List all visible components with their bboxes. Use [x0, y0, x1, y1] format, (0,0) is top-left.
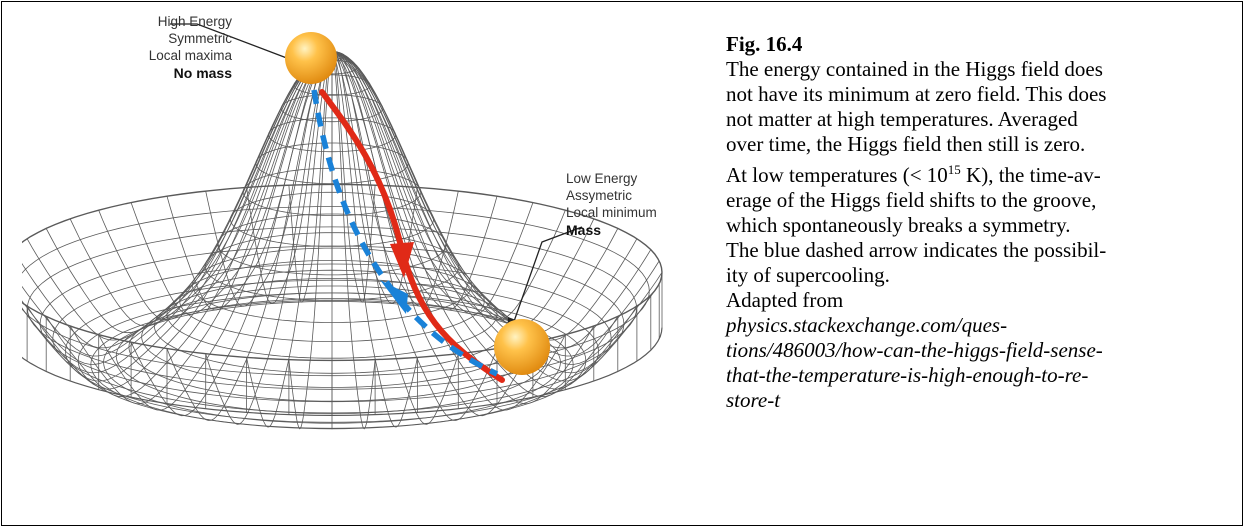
mesh-line: [22, 51, 333, 382]
mesh-line: [205, 51, 333, 425]
high-label-bold: No mass: [174, 65, 233, 81]
potential-surface-mesh: [22, 50, 663, 430]
mesh-line: [331, 51, 660, 357]
mesh-line: [22, 51, 333, 357]
caption-source: store-t: [726, 388, 781, 412]
mesh-line: [331, 50, 459, 307]
caption-title: Fig. 16.4: [726, 32, 803, 56]
red-arrow-path: [319, 89, 505, 383]
mesh-line: [26, 51, 333, 341]
caption-source: that-the-temperature-is-high-enough-to-r…: [726, 363, 1089, 387]
mesh-line: [69, 51, 333, 405]
mesh-line: [331, 51, 498, 421]
mesh-line: [130, 51, 333, 315]
caption-line: erage of the Higgs field shifts to the g…: [726, 188, 1097, 212]
low-label-line-1: Low Energy: [566, 171, 638, 186]
mesh-line: [331, 51, 619, 398]
caption-line-5a: At low temperatures (< 10: [726, 163, 948, 187]
caption-line: The energy contained in the Higgs field …: [726, 57, 1103, 81]
mesh-line: [331, 51, 652, 349]
red-arrowhead: [390, 242, 414, 278]
mesh-line: [166, 51, 333, 421]
low-label-bold: Mass: [566, 222, 601, 238]
mesh-line: [331, 51, 566, 321]
caption-line: The blue dashed arrow indicates the poss…: [726, 238, 1107, 262]
mesh-line: [331, 51, 376, 430]
low-label-line-3: Local minimum: [566, 205, 657, 220]
mesh-line: [69, 51, 333, 327]
mesh-line: [288, 51, 333, 430]
mesh-line: [205, 50, 333, 307]
mesh-line: [98, 51, 333, 321]
caption-line-5b: K), the time-av-: [960, 163, 1101, 187]
mesh-line: [331, 51, 566, 411]
high-label-line-3: Local maxima: [149, 48, 233, 63]
caption-source: tions/486003/how-can-the-higgs-field-sen…: [726, 338, 1103, 362]
caption-line: ity of supercooling.: [726, 263, 890, 287]
mesh-line: [98, 51, 333, 411]
mesh-line: [331, 51, 459, 425]
mesh-line: [331, 51, 595, 327]
caption-line: Adapted from: [726, 288, 844, 312]
mesh-line: [26, 51, 333, 390]
figure-caption: Fig. 16.4 The energy contained in the Hi…: [726, 32, 1231, 413]
mesh-line: [288, 50, 333, 303]
mesh-line: [45, 51, 332, 334]
caption-superscript: 15: [947, 162, 961, 177]
caption-line: not have its minimum at zero field. This…: [726, 82, 1107, 106]
caption-line: over time, the Higgs field then still is…: [726, 132, 1086, 156]
caption-source: physics.stackexchange.com/ques-: [726, 313, 1008, 337]
high-label-line-2: Symmetric: [168, 31, 232, 46]
mesh-line: [331, 51, 534, 315]
mesh-line: [22, 51, 333, 349]
mesh-line: [331, 50, 376, 303]
caption-line: which spontaneously breaks a symmetry.: [726, 213, 1071, 237]
low-label-line-2: Assymetric: [566, 188, 632, 203]
mexican-hat-svg: High Energy Symmetric Local maxima No ma…: [22, 14, 663, 430]
low-label-leader: [511, 226, 583, 328]
mesh-line: [332, 51, 619, 334]
caption-line: not matter at high temperatures. Average…: [726, 107, 1078, 131]
mesh-line: [331, 51, 595, 405]
mexican-hat-diagram: High Energy Symmetric Local maxima No ma…: [22, 12, 702, 492]
mesh-line: [331, 51, 652, 382]
mesh-line: [166, 51, 333, 311]
high-label-line-1: High Energy: [158, 14, 233, 29]
blue-arrowhead: [380, 280, 408, 314]
mesh-line: [45, 51, 333, 398]
mesh-line: [331, 51, 638, 390]
caption-line: At low temperatures (< 1015 K), the time…: [726, 157, 1231, 188]
high-energy-ball: [285, 32, 337, 84]
high-label-leader: [170, 23, 293, 61]
low-energy-ball: [494, 319, 550, 375]
